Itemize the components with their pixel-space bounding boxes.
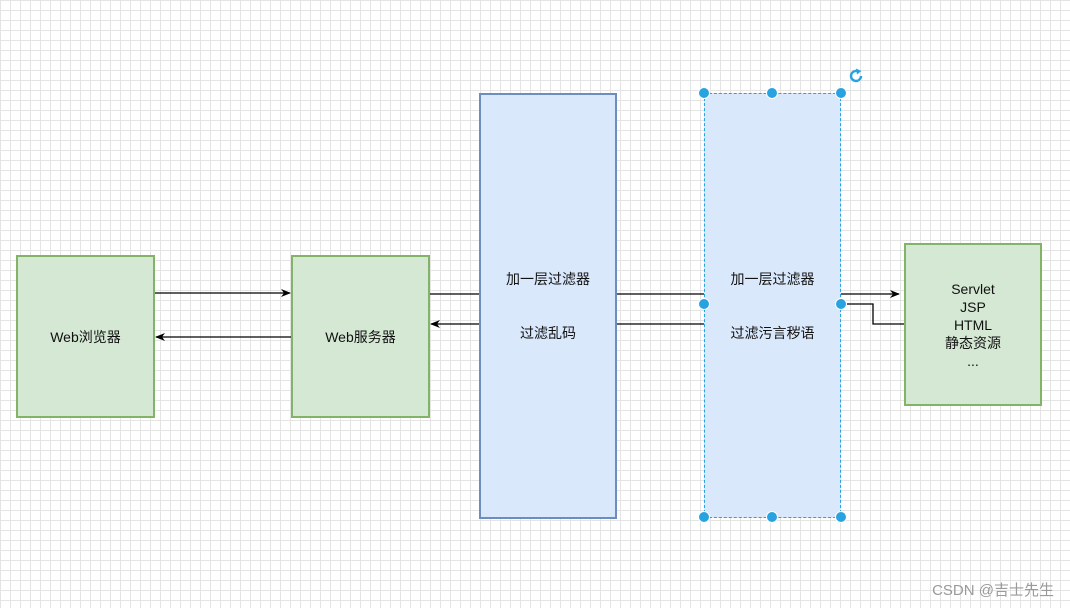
resize-handle-left[interactable] bbox=[698, 298, 710, 310]
resources-node[interactable]: Servlet JSP HTML 静态资源 ... bbox=[904, 243, 1042, 406]
resource-jsp: JSP bbox=[960, 298, 986, 315]
resize-handle-right[interactable] bbox=[835, 298, 847, 310]
web-browser-label: Web浏览器 bbox=[50, 328, 121, 345]
watermark: CSDN @吉士先生 bbox=[932, 582, 1054, 599]
resource-html: HTML bbox=[953, 316, 993, 333]
resize-handle-bottom-right[interactable] bbox=[835, 511, 847, 523]
resource-servlet: Servlet bbox=[951, 280, 995, 297]
filter-profanity-title: 加一层过滤器 bbox=[730, 270, 815, 287]
web-server-node[interactable]: Web服务器 bbox=[291, 255, 430, 418]
web-server-label: Web服务器 bbox=[325, 328, 396, 345]
resource-ellipsis: ... bbox=[967, 352, 979, 369]
resize-handle-top[interactable] bbox=[766, 87, 778, 99]
web-browser-node[interactable]: Web浏览器 bbox=[16, 255, 155, 418]
resize-handle-bottom-left[interactable] bbox=[698, 511, 710, 523]
resource-static: 静态资源 bbox=[945, 334, 1001, 351]
filter-encoding-title: 加一层过滤器 bbox=[506, 271, 590, 287]
resize-handle-top-right[interactable] bbox=[835, 87, 847, 99]
resize-handle-bottom[interactable] bbox=[766, 511, 778, 523]
filter-encoding-node[interactable]: 加一层过滤器 过滤乱码 bbox=[479, 93, 617, 519]
resize-handle-top-left[interactable] bbox=[698, 87, 710, 99]
edge-resources-to-filter2[interactable] bbox=[847, 303, 904, 325]
filter-encoding-desc: 过滤乱码 bbox=[520, 325, 576, 341]
rotate-icon[interactable] bbox=[848, 68, 864, 84]
filter-profanity-node[interactable]: 加一层过滤器 过滤污言秽语 bbox=[704, 93, 841, 518]
filter-profanity-desc: 过滤污言秽语 bbox=[730, 324, 815, 341]
